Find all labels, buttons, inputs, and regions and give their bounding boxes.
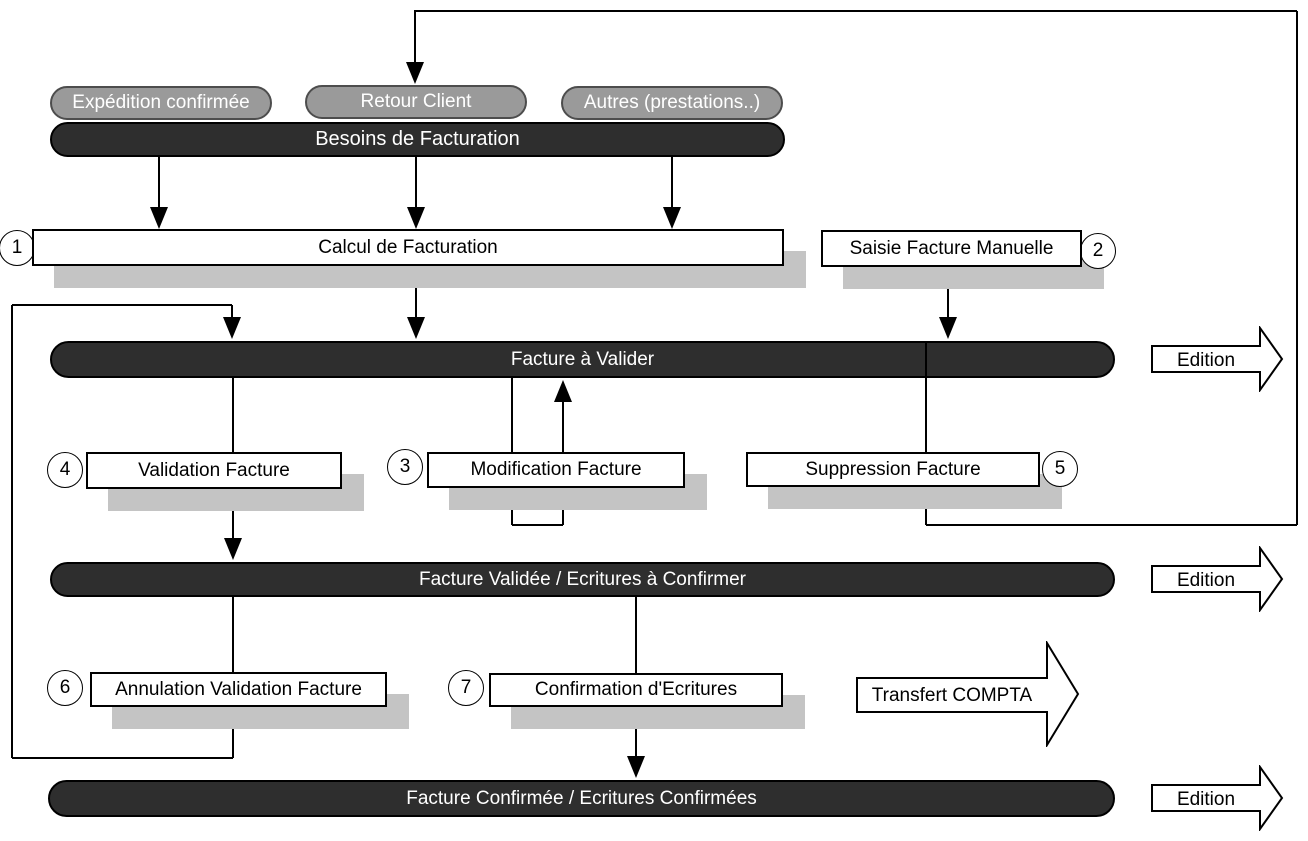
process-number-circle-1: 1 (0, 230, 35, 266)
state-bar-label: Facture Confirmée / Ecritures Confirmées (406, 787, 757, 809)
edition-arrow-facture-validee: Edition (1151, 546, 1284, 612)
process-number-circle-5: 5 (1042, 451, 1078, 487)
process-box-label: Validation Facture (138, 459, 290, 481)
arrowhead-up-into-bar (554, 380, 572, 402)
state-bar-facture-a-valider: Facture à Valider (50, 341, 1115, 378)
process-number: 7 (460, 677, 472, 698)
transfert-compta-arrow: Transfert COMPTA (856, 641, 1080, 747)
edition-arrow-facture-a-valider: Edition (1151, 326, 1284, 392)
state-bar-label: Facture à Valider (510, 348, 655, 370)
process-number: 5 (1054, 458, 1066, 479)
edition-arrow-label: Edition (1177, 350, 1235, 371)
process-box-label: Suppression Facture (805, 458, 981, 480)
pill-label: Autres (prestations..) (583, 92, 761, 113)
process-box-validation-facture: Validation Facture (86, 452, 342, 489)
state-bar-label: Facture Validée / Ecritures à Confirmer (419, 568, 746, 590)
process-number: 1 (11, 237, 23, 258)
process-number: 4 (59, 459, 71, 480)
state-bar-facture-confirmee: Facture Confirmée / Ecritures Confirmées (48, 780, 1115, 817)
state-bar-label: Besoins de Facturation (315, 128, 520, 150)
process-number-circle-4: 4 (47, 452, 83, 488)
pill-retour-client: Retour Client (305, 85, 527, 119)
process-box-label: Modification Facture (470, 459, 642, 480)
state-bar-facture-validee: Facture Validée / Ecritures à Confirmer (50, 562, 1115, 597)
process-box-confirmation-ecritures: Confirmation d'Ecritures (489, 673, 783, 707)
process-number-circle-3: 3 (387, 449, 423, 485)
process-box-label: Saisie Facture Manuelle (849, 237, 1054, 259)
edition-arrow-facture-confirmee: Edition (1151, 765, 1284, 831)
process-number: 3 (399, 456, 411, 477)
transfert-compta-label: Transfert COMPTA (872, 685, 1033, 706)
process-number: 2 (1092, 240, 1104, 261)
state-bar-besoins-de-facturation: Besoins de Facturation (50, 122, 785, 157)
process-number: 6 (59, 677, 71, 698)
arrowhead-into-retour-client (406, 62, 424, 84)
pill-label: Expédition confirmée (72, 92, 250, 113)
process-box-modification-facture: Modification Facture (427, 452, 685, 488)
process-number-circle-6: 6 (47, 670, 83, 706)
process-box-calcul-de-facturation: Calcul de Facturation (32, 229, 784, 266)
pill-expedition-confirmee: Expédition confirmée (50, 86, 272, 120)
process-number-circle-7: 7 (448, 670, 484, 706)
process-number-circle-2: 2 (1080, 233, 1116, 269)
pill-label: Retour Client (360, 91, 472, 112)
process-box-label: Annulation Validation Facture (115, 678, 362, 700)
process-box-label: Confirmation d'Ecritures (534, 679, 738, 700)
process-box-annulation-validation-facture: Annulation Validation Facture (90, 672, 387, 707)
edition-arrow-label: Edition (1177, 789, 1235, 810)
edition-arrow-label: Edition (1177, 570, 1235, 591)
process-box-suppression-facture: Suppression Facture (746, 452, 1040, 487)
process-box-label: Calcul de Facturation (318, 236, 498, 258)
pill-autres-prestations: Autres (prestations..) (561, 86, 783, 120)
process-box-saisie-facture-manuelle: Saisie Facture Manuelle (821, 230, 1082, 267)
